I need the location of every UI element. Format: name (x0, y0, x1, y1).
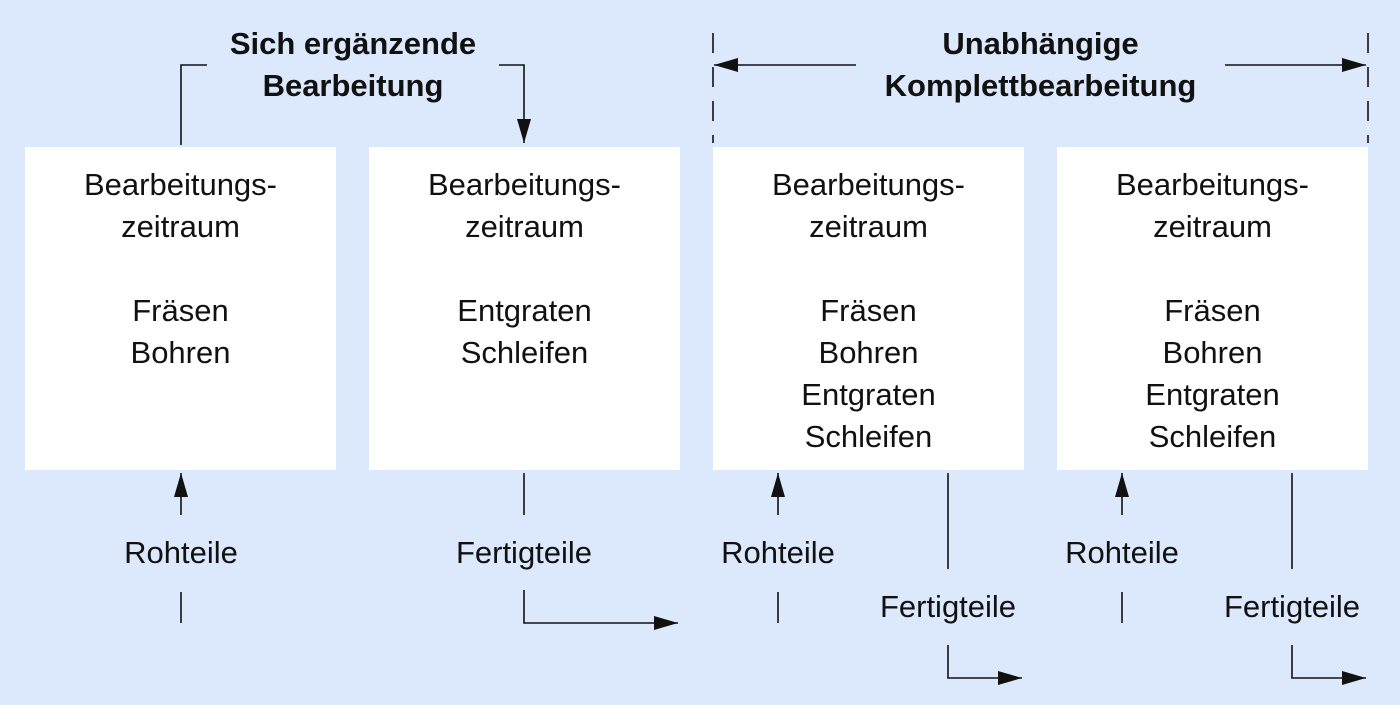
box-step: Bohren (130, 335, 231, 370)
box-title: Bearbeitungs- zeitraum (25, 164, 336, 248)
finished-arrow-3 (947, 645, 1022, 685)
box-title-line1: Bearbeitungs- (427, 167, 621, 202)
box-title-line2: zeitraum (465, 209, 584, 244)
box-step: Fräsen (1164, 293, 1261, 328)
box-title: Bearbeitungs- zeitraum (369, 164, 680, 248)
box-title-line2: zeitraum (809, 209, 928, 244)
complementary-bracket-left (180, 64, 207, 145)
box-title: Bearbeitungs- zeitraum (1057, 164, 1368, 248)
box-step: Fräsen (132, 293, 229, 328)
box-title-line1: Bearbeitungs- (83, 167, 277, 202)
box-steps: Entgraten Schleifen (369, 290, 680, 374)
finished-parts-label-3: Fertigteile (879, 589, 1017, 624)
raw-parts-label-3: Rohteile (721, 535, 835, 570)
box-title-line2: zeitraum (1153, 209, 1272, 244)
box-steps: Fräsen Bohren Entgraten Schleifen (1057, 290, 1368, 458)
box-step: Entgraten (457, 293, 592, 328)
complementary-bracket-right (499, 64, 531, 143)
heading-complementary: Sich ergänzende Bearbeitung (207, 23, 499, 107)
box-step: Fräsen (820, 293, 917, 328)
heading-complementary-line2: Bearbeitung (262, 68, 444, 103)
heading-independent: Unabhängige Komplettbearbeitung (856, 23, 1225, 107)
box-title-line1: Bearbeitungs- (1115, 167, 1309, 202)
box-step: Schleifen (1148, 419, 1277, 454)
process-box-1: Bearbeitungs- zeitraum Fräsen Bohren (25, 147, 336, 470)
raw-parts-label-1: Rohteile (124, 535, 238, 570)
finished-arrow-4 (1291, 645, 1366, 685)
box-step: Entgraten (801, 377, 936, 412)
process-box-4: Bearbeitungs- zeitraum Fräsen Bohren Ent… (1057, 147, 1368, 470)
finished-parts-label-2: Fertigteile (455, 535, 593, 570)
box-title-line2: zeitraum (121, 209, 240, 244)
box-steps: Fräsen Bohren (25, 290, 336, 374)
finished-arrow-2 (523, 590, 678, 630)
box-step: Schleifen (460, 335, 589, 370)
raw-parts-label-4: Rohteile (1065, 535, 1179, 570)
box-step: Bohren (1162, 335, 1263, 370)
heading-independent-line2: Komplettbearbeitung (884, 68, 1197, 103)
box-title-line1: Bearbeitungs- (771, 167, 965, 202)
box-steps: Fräsen Bohren Entgraten Schleifen (713, 290, 1024, 458)
process-box-3: Bearbeitungs- zeitraum Fräsen Bohren Ent… (713, 147, 1024, 470)
heading-independent-line1: Unabhängige (942, 26, 1139, 61)
box-step: Bohren (818, 335, 919, 370)
box-step: Schleifen (804, 419, 933, 454)
box-step: Entgraten (1145, 377, 1280, 412)
heading-complementary-line1: Sich ergänzende (229, 26, 477, 61)
box-title: Bearbeitungs- zeitraum (713, 164, 1024, 248)
process-box-2: Bearbeitungs- zeitraum Entgraten Schleif… (369, 147, 680, 470)
finished-parts-label-4: Fertigteile (1223, 589, 1361, 624)
